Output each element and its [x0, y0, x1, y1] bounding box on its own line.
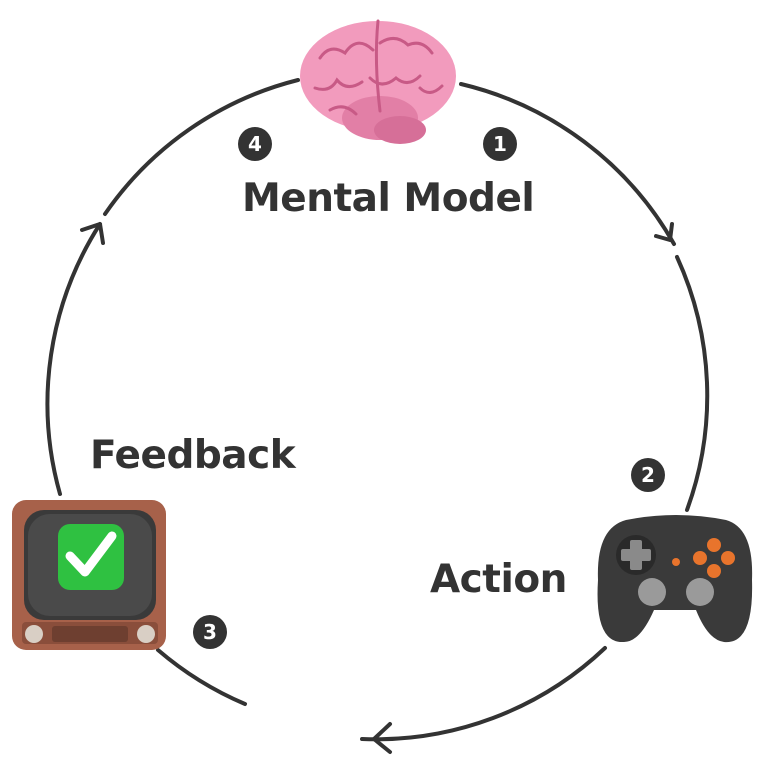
mental-model-label: Mental Model — [242, 176, 535, 221]
arc-feedback-to-model — [45, 222, 102, 496]
arrowhead-2 — [372, 722, 392, 754]
arc-action-to-feedback — [360, 646, 607, 742]
step-badge-4: 4 — [238, 127, 272, 161]
brain-icon — [300, 19, 456, 144]
arc-model-to-action — [459, 82, 676, 246]
feedback-label: Feedback — [90, 433, 296, 478]
step-badge-2: 2 — [631, 458, 665, 492]
gamepad-icon — [597, 515, 753, 643]
arc-feedback-bottom — [156, 648, 247, 706]
arrowhead-3 — [80, 222, 105, 245]
arc-top-left — [103, 78, 300, 216]
arrowhead-1 — [654, 222, 674, 242]
tv-checkmark-icon — [12, 500, 166, 650]
step-badge-3: 3 — [193, 615, 227, 649]
arc-action-side — [675, 255, 710, 512]
action-label: Action — [430, 557, 567, 602]
step-badge-1: 1 — [483, 127, 517, 161]
